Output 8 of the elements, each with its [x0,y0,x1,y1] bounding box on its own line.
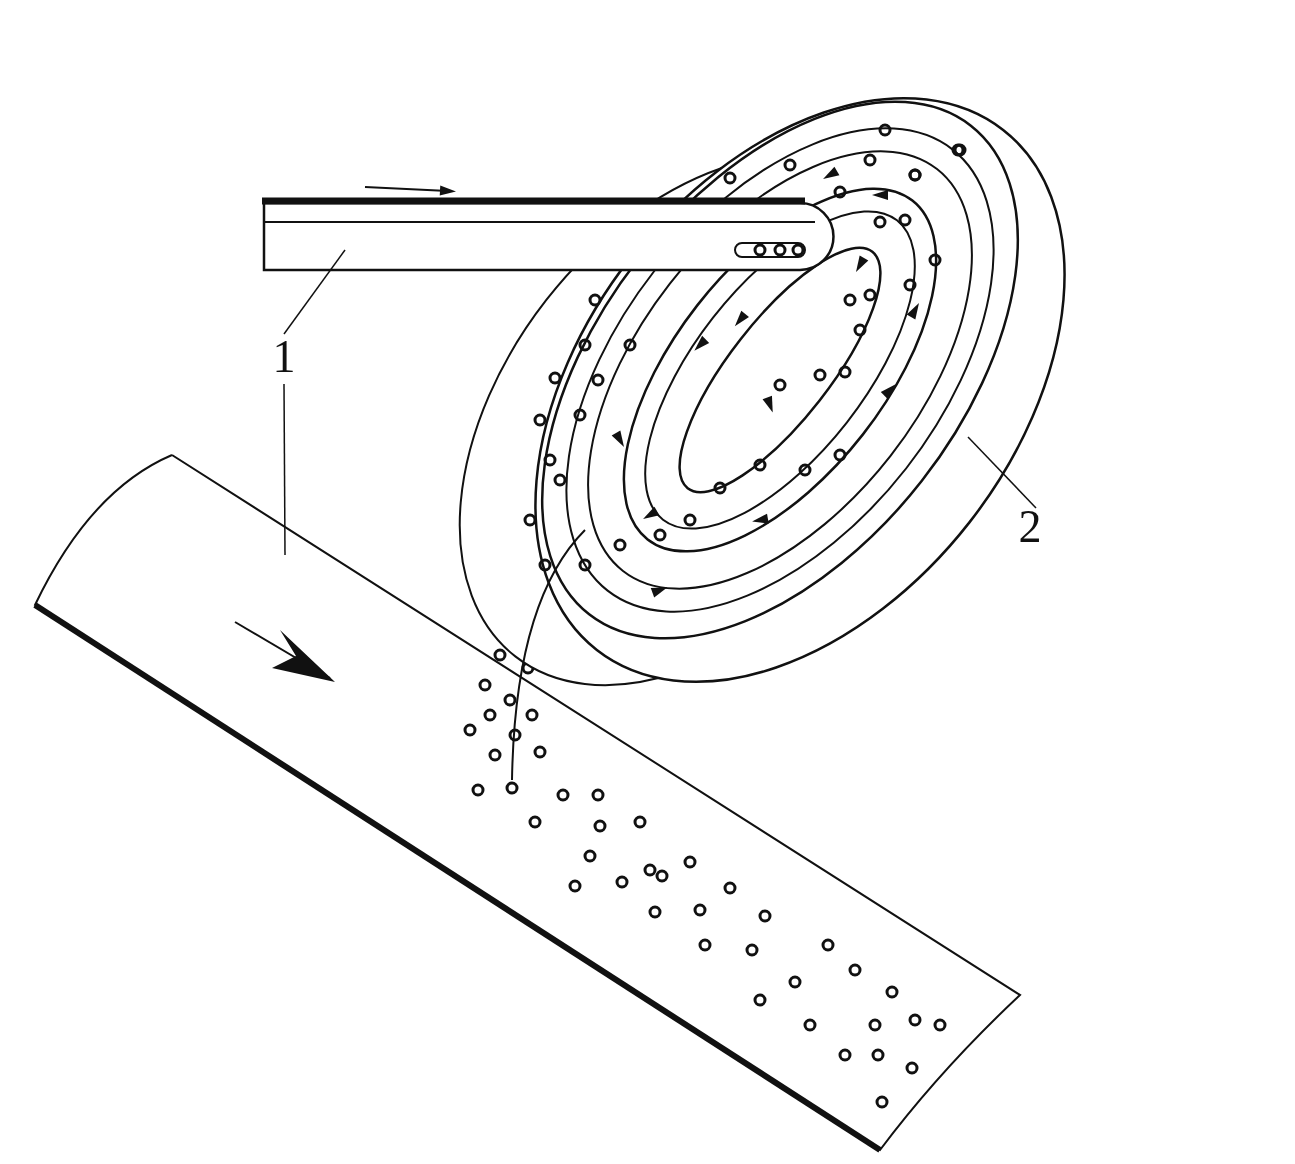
leader-line [283,383,286,556]
leader-line [967,436,1037,509]
callout-number: 1 [262,334,306,380]
chute-drawing [33,454,1021,1153]
feed-rail-drawing [262,185,835,272]
leader-line [283,249,346,335]
callout-number: 2 [1006,504,1054,550]
bowl-drawing [458,97,1066,781]
